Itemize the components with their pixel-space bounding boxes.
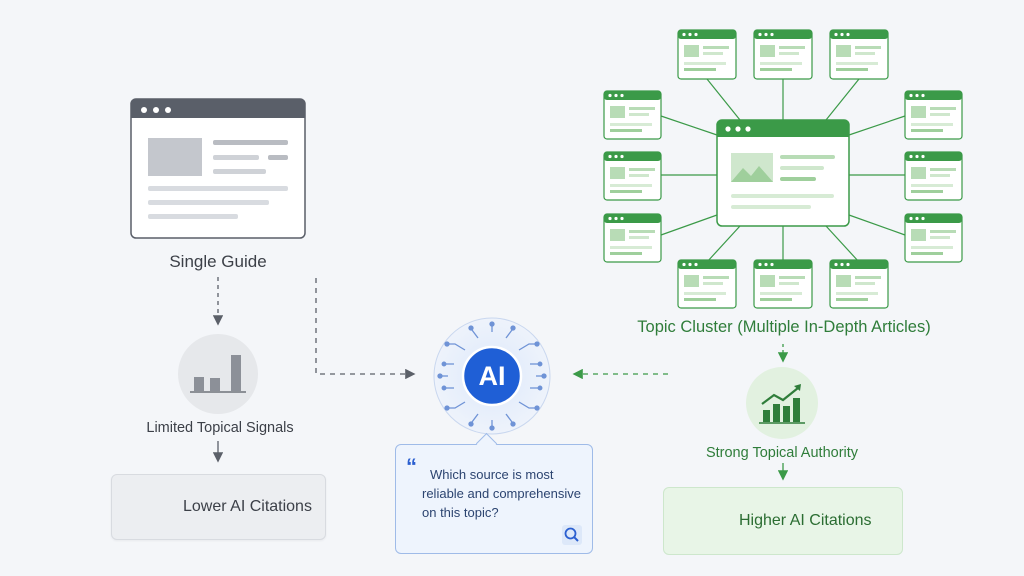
cluster-pillar-window xyxy=(716,119,850,227)
ai-network-icon xyxy=(437,321,547,431)
higher-ai-citations-box: Higher AI Citations xyxy=(663,487,903,555)
limited-topical-signals-label: Limited Topical Signals xyxy=(146,420,294,436)
higher-ai-citations-label: Higher AI Citations xyxy=(739,512,872,529)
ai-badge: AI xyxy=(478,361,506,391)
cluster-article-windows xyxy=(603,29,963,309)
bar-chart-growth-icon xyxy=(759,384,805,424)
lower-ai-citations-label: Lower AI Citations xyxy=(183,498,312,515)
quote-icon: “ xyxy=(406,454,417,479)
single-guide-title: Single Guide xyxy=(169,252,267,271)
search-button[interactable] xyxy=(562,525,582,545)
topic-cluster-title: Topic Cluster (Multiple In-Depth Article… xyxy=(637,318,931,336)
single-guide-window xyxy=(130,98,306,239)
lower-ai-citations-box: Lower AI Citations xyxy=(111,474,326,540)
query-line-3: on this topic? xyxy=(422,505,499,520)
query-line-2: reliable and comprehensive xyxy=(422,486,581,501)
search-icon xyxy=(564,527,579,542)
bar-chart-low-icon xyxy=(190,355,246,393)
query-line-1: Which source is most xyxy=(430,467,554,482)
query-card: “ Which source is most reliable and comp… xyxy=(395,432,593,554)
topic-cluster-network xyxy=(660,78,906,263)
strong-topical-authority-label: Strong Topical Authority xyxy=(705,445,859,461)
